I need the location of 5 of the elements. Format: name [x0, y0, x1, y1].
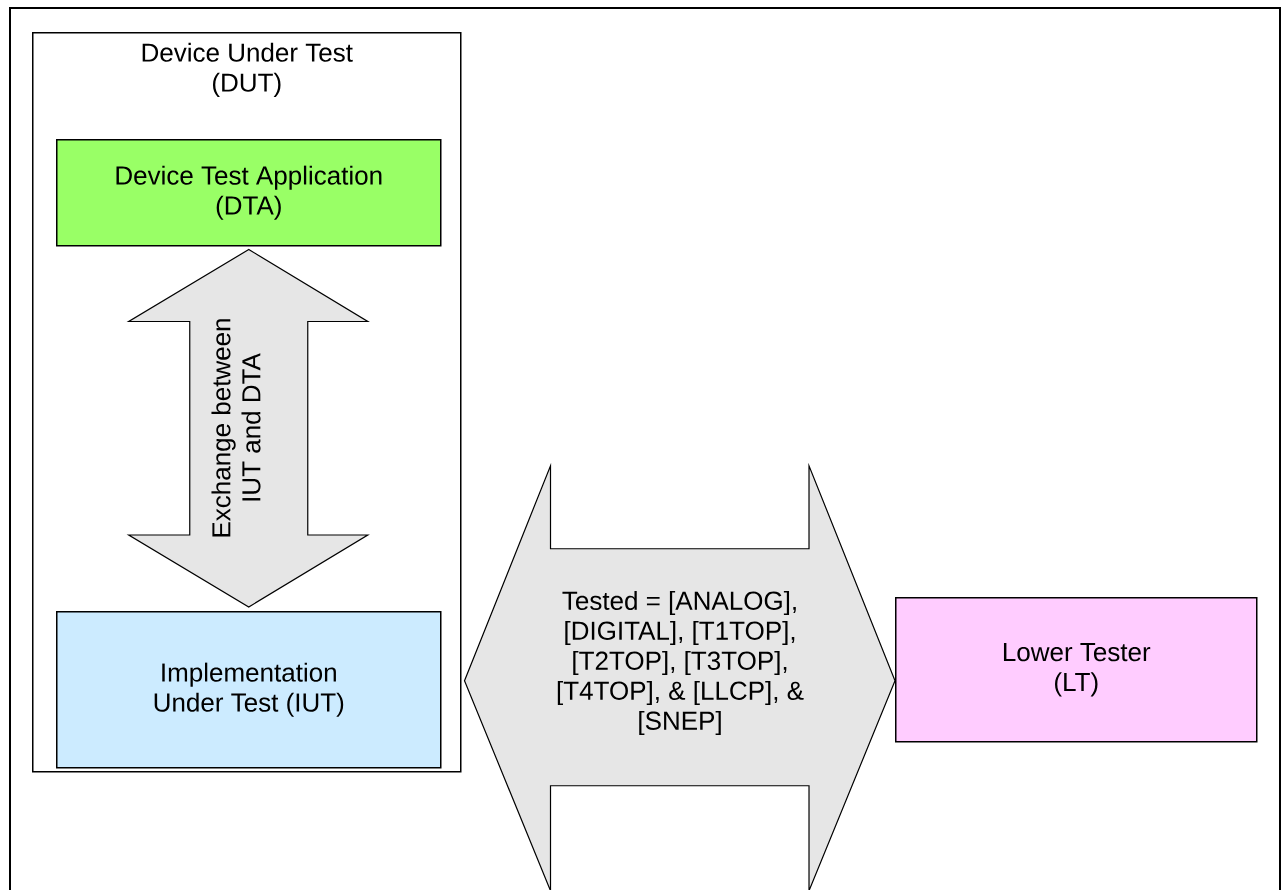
implementation-box: Implementation Under Test (IUT): [56, 611, 442, 769]
application-box: Device Test Application (DTA): [56, 139, 442, 247]
edge-label: Tested = [ANALOG], [DIGITAL], [T1TOP], [T2TOP], [T3TOP], [T4TOP], & [LLCP], & [SNEP]: [548, 589, 812, 737]
tester-box: Lower Tester (LT): [895, 597, 1258, 743]
edge-label: Exchange between IUT and DTA: [210, 307, 262, 549]
